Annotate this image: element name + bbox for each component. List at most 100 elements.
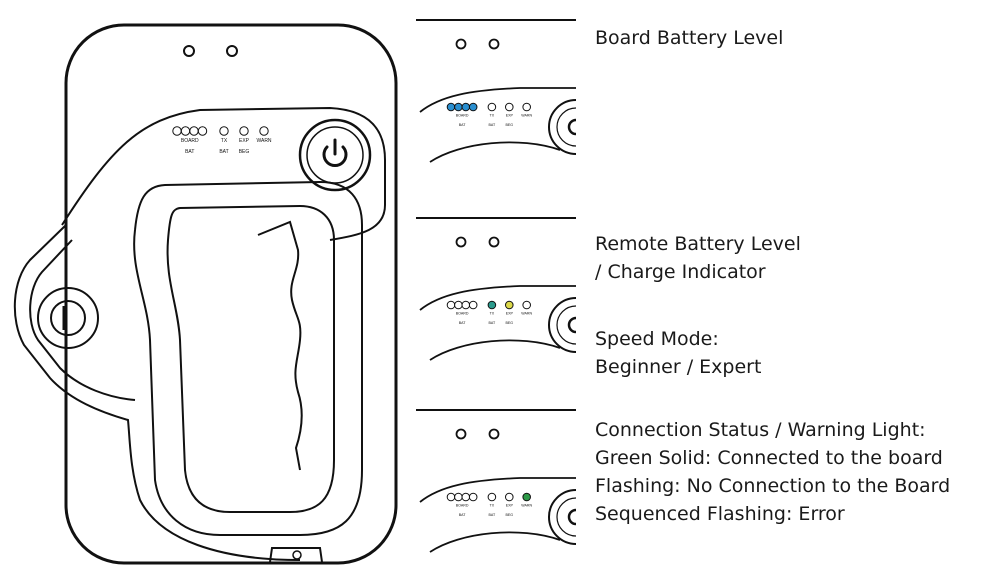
- warning-led: [522, 300, 531, 310]
- label-exp: EXP: [239, 138, 250, 144]
- power-button-partial: [548, 489, 577, 545]
- remote-hole: [455, 428, 467, 440]
- label-bat: BAT: [185, 149, 194, 155]
- strap-mount: [13, 224, 301, 561]
- speed-mode-led: [504, 300, 514, 310]
- caption-line: Green Solid: Connected to the board: [595, 447, 943, 469]
- label-exp: EXP: [506, 114, 514, 118]
- power-icon: [567, 316, 577, 334]
- warning-led: [522, 492, 531, 502]
- remote-hole: [488, 38, 500, 50]
- label-board: BOARD: [456, 312, 469, 316]
- board-battery-led: [468, 102, 478, 112]
- label-tx-sub: BAT: [219, 149, 228, 155]
- thumb-well-inner: [166, 204, 335, 513]
- warning-led: [259, 126, 269, 136]
- remote-hole: [455, 38, 467, 50]
- board-battery-led: [454, 102, 463, 112]
- caption-remote-battery: Remote Battery Level / Charge Indicator: [595, 230, 801, 286]
- board-battery-led: [468, 300, 478, 310]
- bottom-clip-hole: [292, 550, 302, 560]
- thumb-well-edge: [429, 531, 561, 553]
- led-row: BOARD BAT TX BAT EXP BEG WARN: [446, 492, 533, 517]
- board-battery-led: [446, 102, 456, 112]
- power-button-ring: [556, 497, 577, 537]
- caption-line: Flashing: No Connection to the Board: [595, 475, 951, 497]
- label-exp-sub: BEG: [505, 513, 513, 517]
- caption-line: Remote Battery Level: [595, 233, 801, 255]
- warning-led: [522, 102, 531, 112]
- caption-line: Speed Mode:: [595, 328, 719, 350]
- board-battery-led: [197, 126, 208, 136]
- label-tx-sub: BAT: [489, 123, 497, 127]
- zoom-panels: BOARDBATTXBATEXPBEGWARNBOARDBATTXBATEXPB…: [416, 19, 577, 553]
- label-bat: BAT: [459, 513, 467, 517]
- label-warn: WARN: [256, 138, 271, 144]
- speed-mode-led: [504, 102, 514, 112]
- power-button-ring: [556, 305, 577, 345]
- panel-edge: [419, 285, 576, 311]
- caption-board-battery: Board Battery Level: [595, 24, 783, 52]
- power-icon: [322, 138, 348, 167]
- label-warn: WARN: [521, 312, 532, 316]
- tx-led: [487, 300, 497, 310]
- label-tx: TX: [221, 138, 228, 144]
- label-board: BOARD: [456, 504, 469, 508]
- panel-edge: [419, 87, 576, 113]
- board-battery-led: [172, 126, 182, 136]
- remote-hole: [488, 236, 500, 248]
- label-exp: EXP: [506, 312, 514, 316]
- panel-edge: [419, 477, 576, 503]
- tx-led: [219, 126, 229, 136]
- board-battery-led: [454, 300, 463, 310]
- control-panel-outline: [61, 106, 386, 241]
- caption-line: Sequenced Flashing: Error: [595, 503, 845, 525]
- label-tx-sub: BAT: [489, 513, 497, 517]
- label-exp-sub: BEG: [239, 149, 250, 155]
- label-tx: TX: [490, 504, 495, 508]
- speed-mode-led: [239, 126, 249, 136]
- speed-mode-led: [504, 492, 514, 502]
- board-battery-led: [446, 300, 456, 310]
- board-battery-led: [468, 492, 478, 502]
- bottom-clip: [269, 547, 323, 563]
- label-board: BOARD: [456, 114, 469, 118]
- zoom-panel-connection-status: BOARD BAT TX BAT EXP BEG WARN: [416, 409, 577, 553]
- label-warn: WARN: [521, 504, 532, 508]
- caption-line: Board Battery Level: [595, 27, 784, 49]
- board-battery-led: [454, 492, 463, 502]
- power-button-partial: [548, 99, 577, 155]
- thumb-well-outer: [133, 180, 363, 536]
- label-exp: EXP: [506, 504, 514, 508]
- power-button[interactable]: [298, 118, 372, 192]
- label-warn: WARN: [521, 114, 532, 118]
- tx-led: [487, 102, 497, 112]
- board-battery-led: [189, 126, 199, 136]
- label-bat: BAT: [459, 123, 467, 127]
- power-icon: [567, 118, 577, 136]
- board-battery-led: [461, 492, 471, 502]
- remote-hole: [488, 428, 500, 440]
- thumb-well-edge: [429, 141, 561, 163]
- strap-mount-inner: [29, 239, 136, 401]
- power-icon: [567, 508, 577, 526]
- power-button-partial: [548, 297, 577, 353]
- strap-hole: [37, 287, 99, 349]
- caption-line: Connection Status / Warning Light:: [595, 419, 926, 441]
- label-tx-sub: BAT: [489, 321, 497, 325]
- remote-top-holes: [183, 45, 238, 57]
- board-battery-led: [180, 126, 191, 136]
- remote-hole: [455, 236, 467, 248]
- caption-speed-mode: Speed Mode: Beginner / Expert: [595, 325, 761, 381]
- tx-led: [487, 492, 497, 502]
- caption-line: / Charge Indicator: [595, 261, 766, 283]
- board-battery-led: [446, 492, 456, 502]
- label-exp-sub: BEG: [505, 123, 513, 127]
- label-tx: TX: [490, 312, 495, 316]
- board-battery-led: [461, 300, 471, 310]
